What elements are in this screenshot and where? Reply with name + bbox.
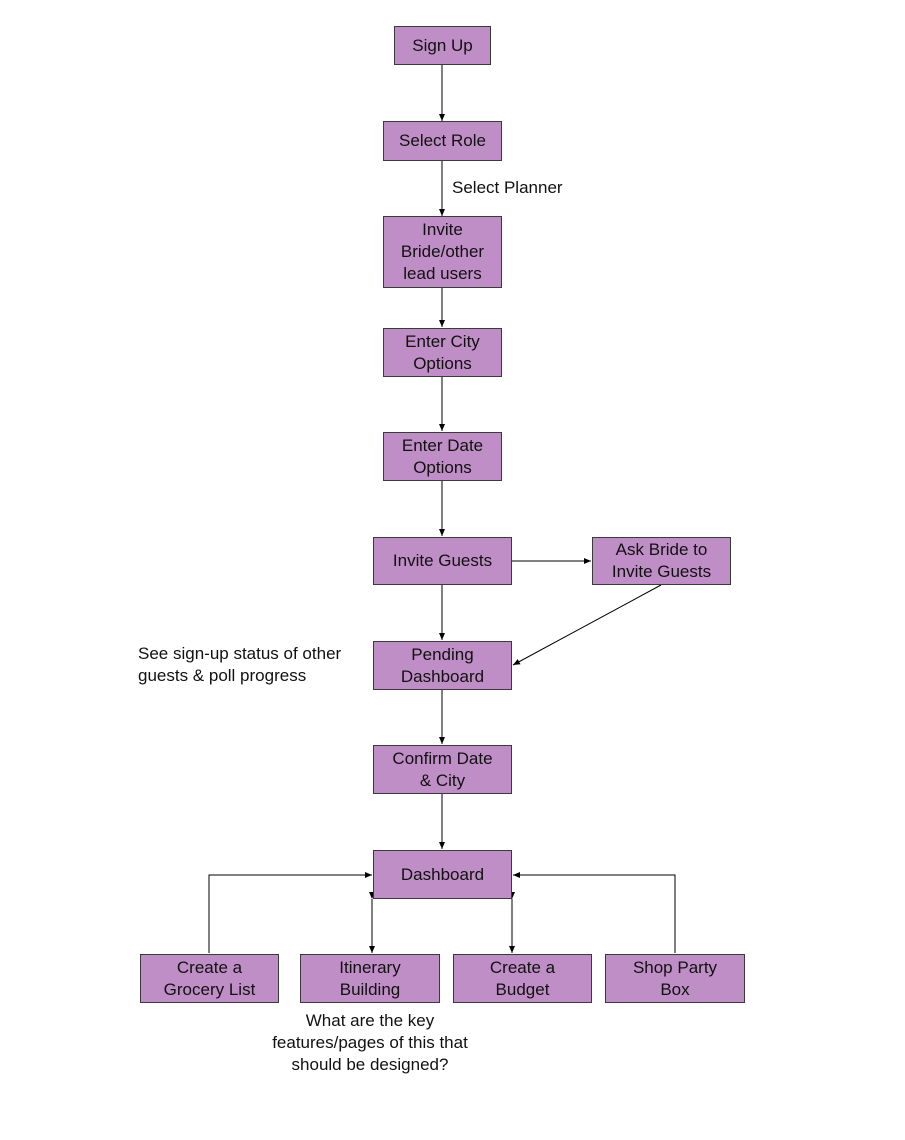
node-party-box[interactable]: Shop Party Box: [605, 954, 745, 1003]
node-itinerary-building-label: Itinerary Building: [339, 957, 401, 999]
node-enter-city[interactable]: Enter City Options: [383, 328, 502, 377]
node-grocery-list-label: Create a Grocery List: [163, 957, 256, 999]
node-itinerary-building[interactable]: Itinerary Building: [300, 954, 440, 1003]
node-invite-guests[interactable]: Invite Guests: [373, 537, 512, 585]
annotation-key-features: What are the key features/pages of this …: [255, 1010, 485, 1076]
node-invite-bride[interactable]: Invite Bride/other lead users: [383, 216, 502, 288]
node-dashboard-label: Dashboard: [400, 864, 485, 884]
annotation-select-planner-text: Select Planner: [452, 178, 563, 197]
annotation-select-planner: Select Planner: [452, 177, 563, 199]
node-enter-date[interactable]: Enter Date Options: [383, 432, 502, 481]
edge-grocery-to-dashboard: [208, 872, 372, 953]
annotation-key-features-text: What are the key features/pages of this …: [272, 1011, 468, 1074]
node-pending-dashboard[interactable]: Pending Dashboard: [373, 641, 512, 690]
node-invite-guests-label: Invite Guests: [392, 551, 493, 570]
node-dashboard[interactable]: Dashboard: [373, 850, 512, 899]
node-party-box-label: Shop Party Box: [632, 957, 718, 999]
edge-ask-bride-to-pending-dashboard: [512, 584, 662, 666]
node-confirm-date-city-label: Confirm Date & City: [392, 748, 493, 790]
edge-party-box-to-dashboard: [513, 872, 676, 953]
node-sign-up[interactable]: Sign Up: [394, 26, 491, 65]
node-ask-bride[interactable]: Ask Bride to Invite Guests: [592, 537, 731, 585]
node-budget[interactable]: Create a Budget: [453, 954, 592, 1003]
node-confirm-date-city[interactable]: Confirm Date & City: [373, 745, 512, 794]
node-select-role-label: Select Role: [399, 131, 486, 150]
node-enter-city-label: Enter City Options: [405, 331, 480, 373]
node-sign-up-label: Sign Up: [412, 35, 473, 55]
node-invite-bride-label: Invite Bride/other lead users: [400, 220, 485, 283]
node-enter-date-label: Enter Date Options: [401, 435, 484, 477]
annotation-signup-status: See sign-up status of other guests & pol…: [138, 643, 368, 687]
annotation-signup-status-text: See sign-up status of other guests & pol…: [138, 644, 342, 685]
node-grocery-list[interactable]: Create a Grocery List: [140, 954, 279, 1003]
node-select-role[interactable]: Select Role: [383, 121, 502, 161]
node-ask-bride-label: Ask Bride to Invite Guests: [611, 540, 712, 581]
node-budget-label: Create a Budget: [489, 957, 556, 999]
node-pending-dashboard-label: Pending Dashboard: [400, 644, 485, 686]
